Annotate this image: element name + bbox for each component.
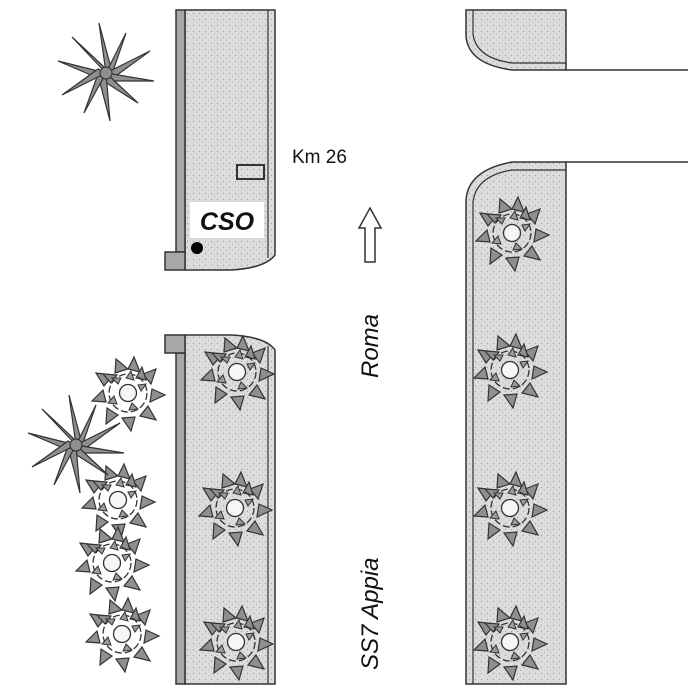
sidewalk-right-lower	[465, 161, 688, 685]
shrub-icon	[85, 597, 160, 673]
palm-tree-icon	[57, 22, 155, 122]
shrub-icon	[91, 356, 166, 432]
sign-post-icon	[236, 164, 265, 180]
road-name-label: SS7 Appia	[357, 557, 384, 670]
km-label: Km 26	[292, 147, 347, 168]
cso-text: CSO	[200, 208, 255, 236]
cso-label: CSO	[190, 202, 264, 238]
shrub-icon	[75, 526, 150, 602]
direction-label: Roma	[357, 314, 384, 378]
arrow-up-icon	[357, 206, 383, 263]
sidewalk-right-upper	[465, 9, 688, 71]
location-dot-icon	[191, 242, 203, 254]
